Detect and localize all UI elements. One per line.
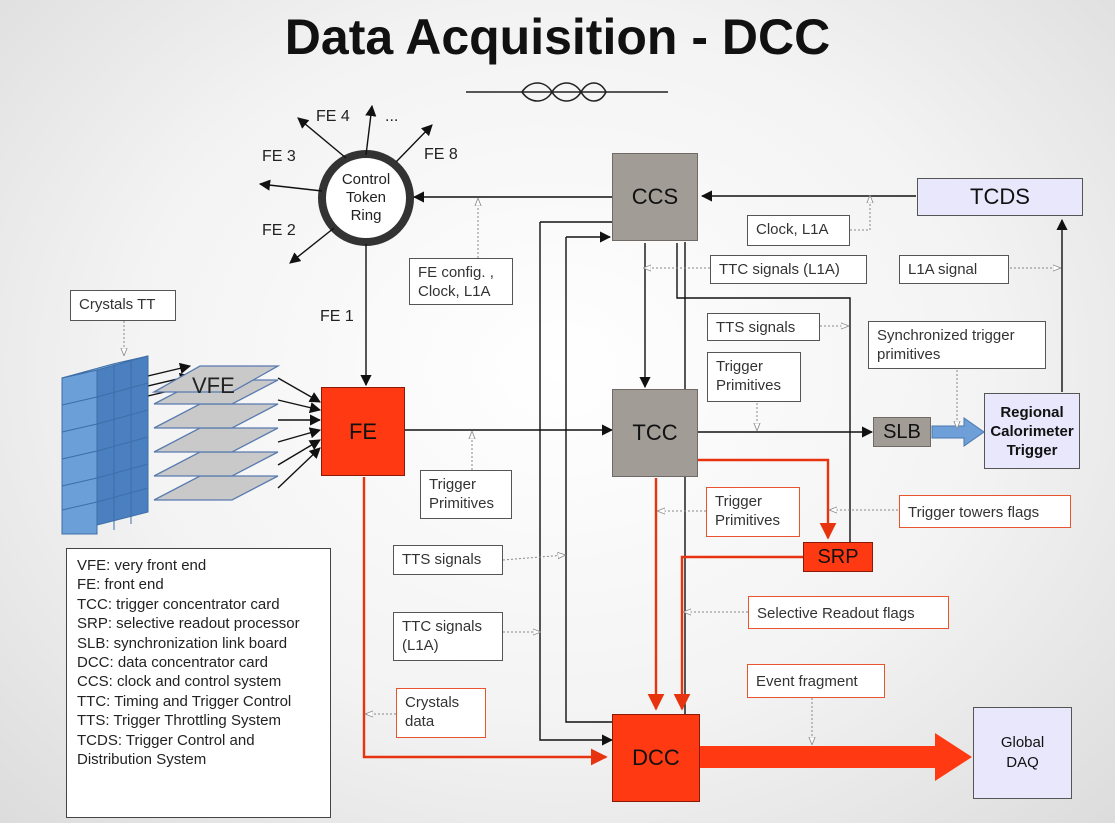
tcds-block: TCDS [917,178,1083,216]
ring-label-dots: ... [385,108,399,125]
title-ornament [466,82,668,102]
slb-block: SLB [873,417,931,447]
legend-item: TTS: Trigger Throttling System [77,712,281,730]
legend: VFE: very front end FE: front end TCC: t… [66,548,331,818]
note-trigger-primitives-top: Trigger Primitives [707,352,801,402]
vfe-label: VFE [192,373,235,398]
note-sync-trigger-primitives: Synchronized trigger primitives [868,321,1046,369]
note-crystals-data: Crystals data [396,688,486,738]
note-crystals-tt: Crystals TT [70,290,176,321]
ring-label-fe2: FE 2 [262,222,296,239]
dcc-block: DCC [612,714,700,802]
tcc-block: TCC [612,389,698,477]
ccs-block: CCS [612,153,698,241]
note-tts-signals-top: TTS signals [707,313,820,341]
ring-label-fe1: FE 1 [320,308,354,325]
note-clock-l1a: Clock, L1A [747,215,850,246]
note-trigger-primitives-fe: Trigger Primitives [420,470,512,519]
vfe-boards [151,365,281,501]
note-fe-config: FE config. , Clock, L1A [409,258,513,305]
slb-rct-arrow [931,417,985,447]
global-daq-block: Global DAQ [973,707,1072,799]
legend-item: CCS: clock and control system [77,673,282,691]
dcc-output-arrow [700,733,972,781]
note-l1a-signal: L1A signal [899,255,1009,284]
legend-item: VFE: very front end [77,557,207,574]
slide-title: Data Acquisition - DCC [284,9,831,65]
note-trigger-primitives-tcc: Trigger Primitives [706,487,800,537]
legend-item: FE: front end [77,576,164,594]
rct-block: Regional Calorimeter Trigger [984,393,1080,469]
note-tts-signals-bottom: TTS signals [393,545,503,575]
srp-block: SRP [803,542,873,572]
legend-item: SRP: selective readout processor [77,615,300,633]
control-token-ring: Control Token Ring [341,171,391,224]
fe-block: FE [321,387,405,476]
ring-label-fe4: FE 4 [316,108,350,125]
note-ttc-signals-top: TTC signals (L1A) [710,255,867,284]
ring-label-fe8: FE 8 [424,146,458,163]
legend-item: TCC: trigger concentrator card [77,595,280,613]
crystals-block [61,355,149,535]
legend-item: DCC: data concentrator card [77,654,268,672]
legend-item: SLB: synchronization link board [77,634,288,652]
legend-item: TCDS: Trigger Control and Distribution S… [77,731,255,769]
note-ttc-signals-bottom: TTC signals (L1A) [393,612,503,661]
note-event-fragment: Event fragment [747,664,885,698]
legend-item: TTC: Timing and Trigger Control [77,692,292,710]
ring-label-fe3: FE 3 [262,148,296,165]
note-trigger-towers-flags: Trigger towers flags [899,495,1071,528]
note-selective-readout-flags: Selective Readout flags [748,596,949,629]
